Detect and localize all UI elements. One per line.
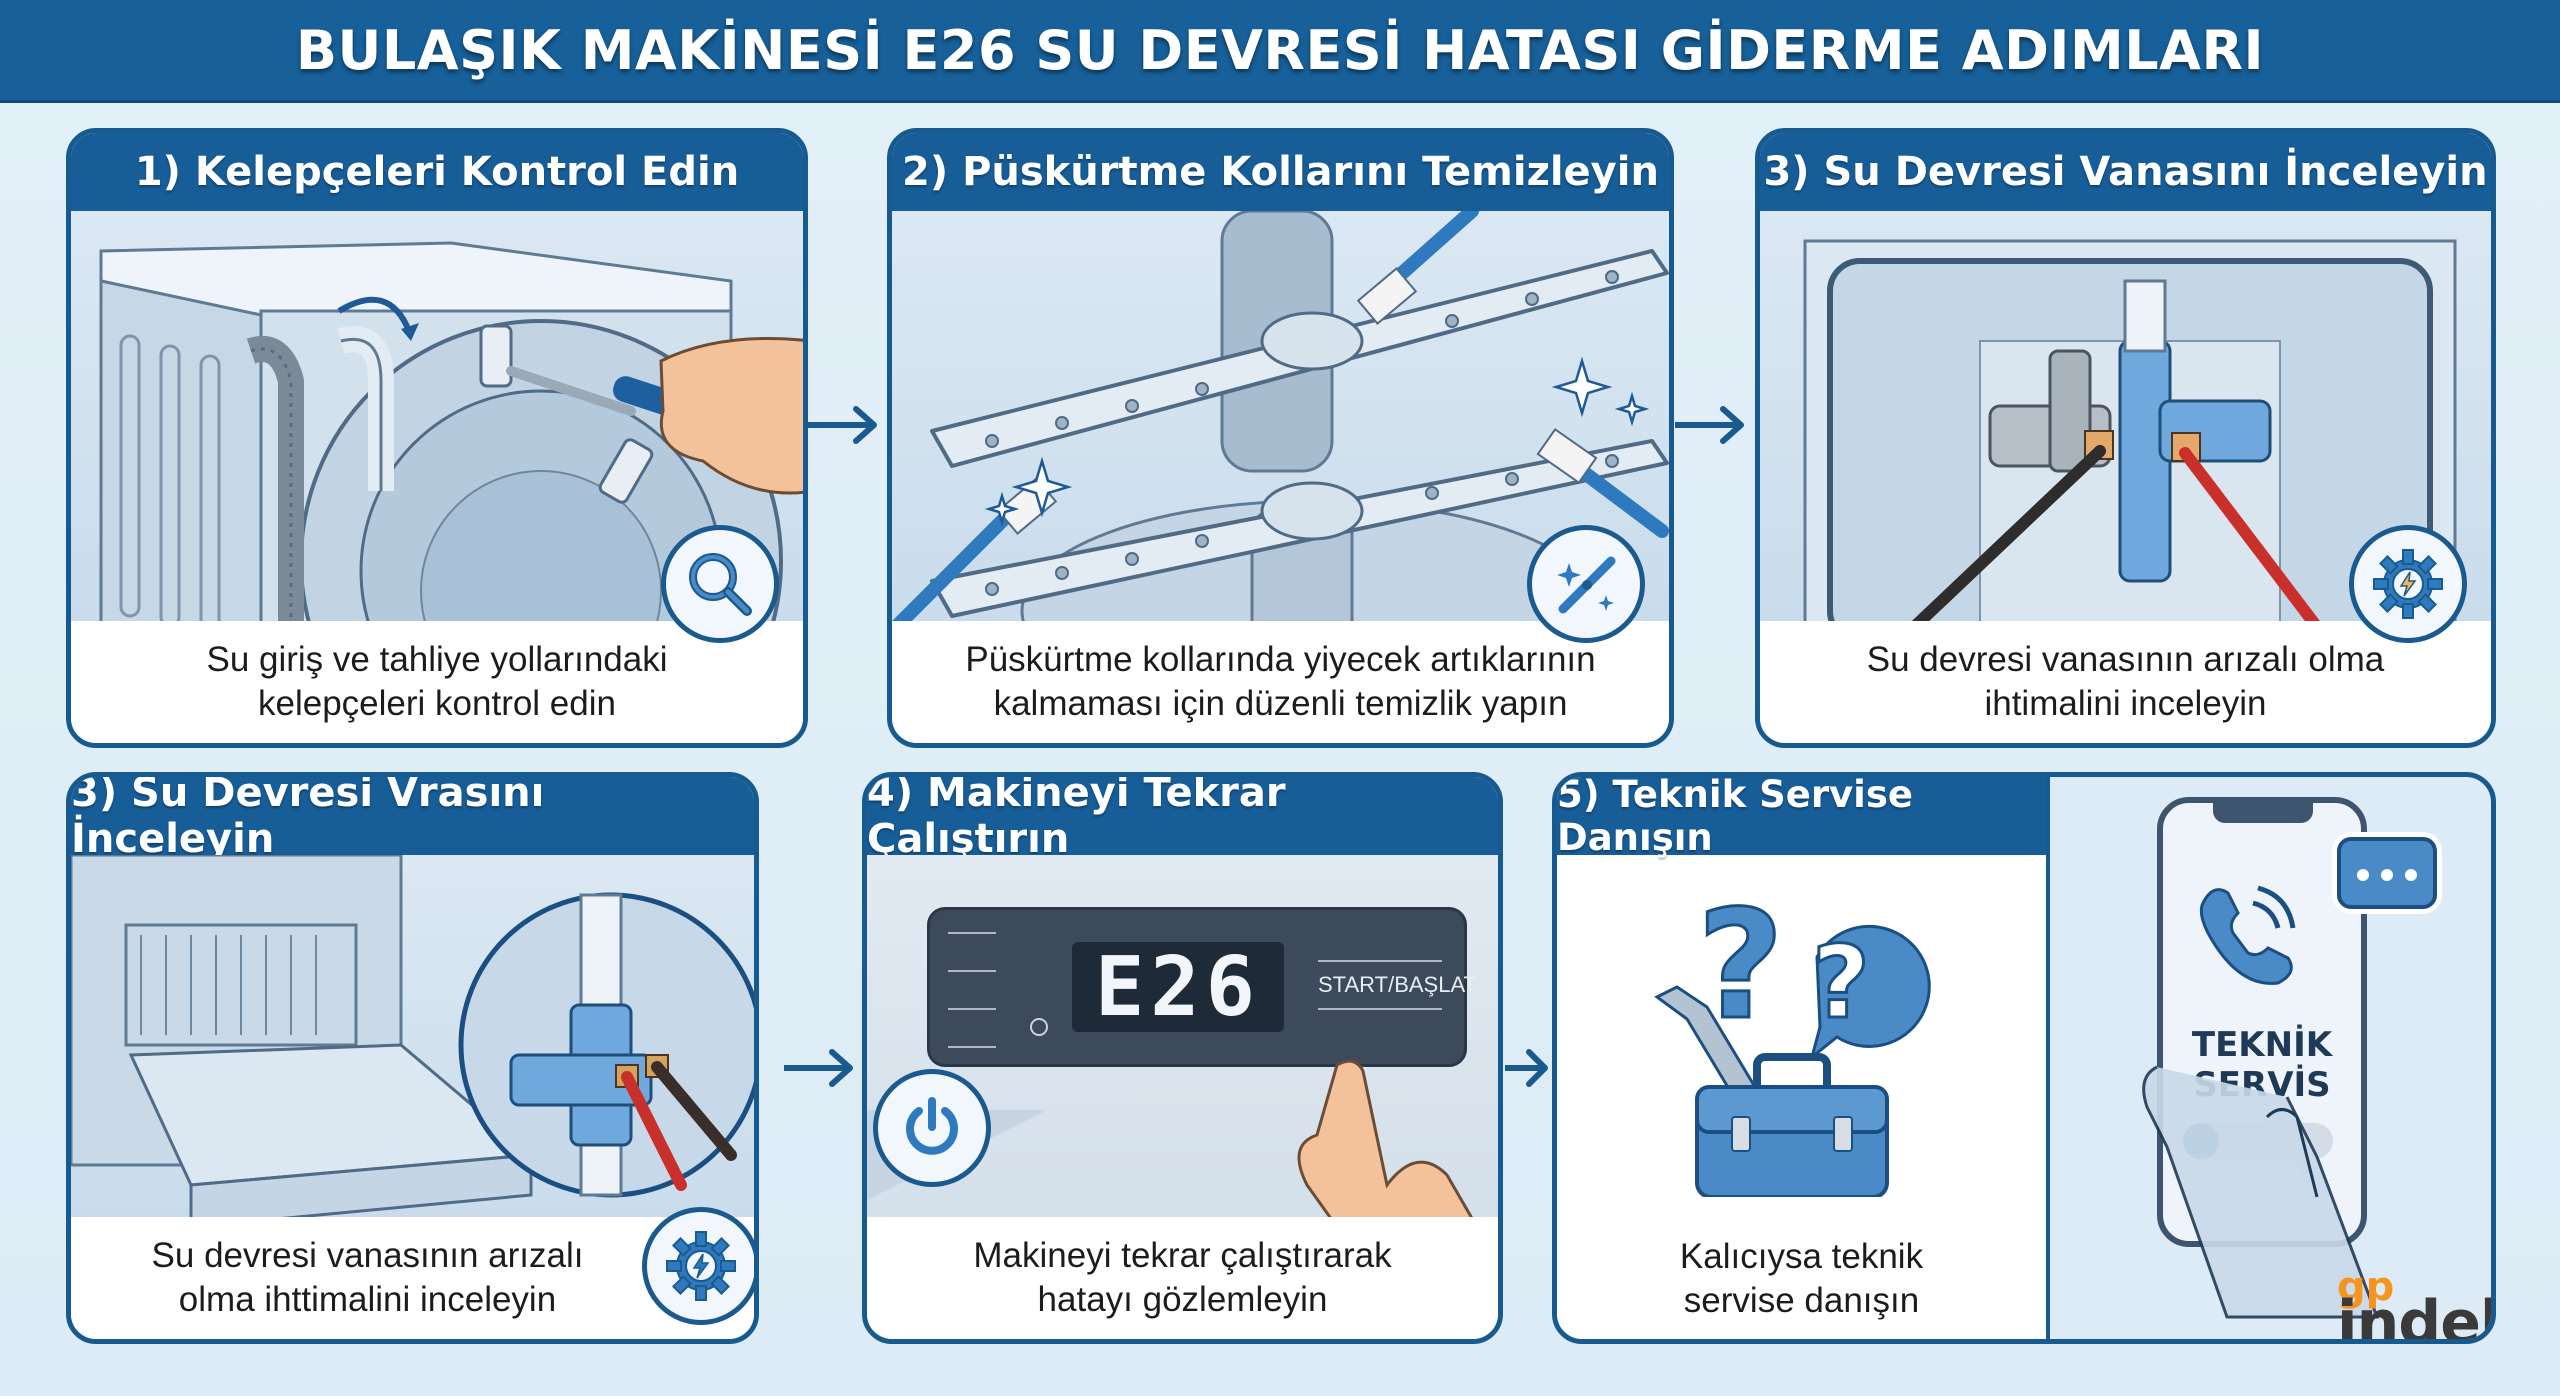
chat-bubble-icon bbox=[2337, 837, 2437, 909]
logo-gp: gp bbox=[2337, 1264, 2395, 1310]
valve-illustration bbox=[1760, 211, 2491, 631]
step-card-5: 4) Makineyi Tekrar Çalıştırın E26 START/… bbox=[862, 772, 1503, 1344]
logo-indeks: indeks bbox=[2337, 1288, 2491, 1344]
step-3-caption: Su devresi vanasının arızalı olma ihtima… bbox=[1760, 621, 2491, 743]
washing-machine-icon bbox=[99, 241, 803, 631]
step-card-6: 5) Teknik Servise Danışın ? ? Kalıcıysa … bbox=[1552, 772, 2496, 1344]
arrow-right-icon bbox=[784, 1049, 853, 1087]
dishwasher-illustration bbox=[71, 855, 754, 1227]
step-2-header: 2) Püskürtme Kollarını Temizleyin bbox=[892, 133, 1669, 211]
valve-multimeter-icon bbox=[1803, 239, 2457, 631]
caption-line: Makineyi tekrar çalıştırarak bbox=[973, 1236, 1392, 1275]
gear-badge bbox=[642, 1207, 754, 1325]
caption-line: servise danışın bbox=[1683, 1281, 1920, 1320]
power-small-icon bbox=[1030, 1018, 1048, 1036]
gear-badge bbox=[2349, 525, 2467, 643]
washing-machine-illustration bbox=[71, 211, 803, 631]
gear-lightning-icon bbox=[2373, 549, 2443, 619]
caption-line: Su giriş ve tahliye yollarındaki bbox=[206, 640, 668, 679]
caption-line: Su devresi vanasının arızalı bbox=[151, 1236, 584, 1275]
panel-button[interactable] bbox=[948, 970, 996, 972]
magnifier-badge bbox=[661, 525, 779, 643]
start-button[interactable]: START/BAŞLAT bbox=[1318, 972, 1477, 997]
gear-lightning-icon bbox=[666, 1231, 736, 1301]
spray-arm-icon bbox=[892, 211, 1669, 631]
step-1-caption: Su giriş ve tahliye yollarındaki kelepçe… bbox=[71, 621, 803, 743]
step-3-header: 3) Su Devresi Vanasını İnceleyin bbox=[1760, 133, 2491, 211]
step-3b-caption: Su devresi vanasının arızalı olma ihttim… bbox=[71, 1217, 754, 1339]
phone-text-line1: TEKNİK bbox=[2191, 1025, 2333, 1065]
page-title: BULAŞIK MAKİNESİ E26 SU DEVRESİ HATASI G… bbox=[295, 18, 2265, 82]
phone-call-icon bbox=[2199, 885, 2296, 985]
title-bar: BULAŞIK MAKİNESİ E26 SU DEVRESİ HATASI G… bbox=[0, 0, 2560, 103]
step-3b-header: 3) Su Devresi Vrasını İnceleyin bbox=[71, 777, 754, 862]
error-display: E26 bbox=[1072, 939, 1284, 1035]
step-5-caption: Kalıcıysa teknik servise danışın bbox=[1557, 1219, 2046, 1339]
arrow-right-icon bbox=[1675, 406, 1744, 444]
error-code: E26 bbox=[1094, 939, 1262, 1035]
caption-line: ihtimalini inceleyin bbox=[1984, 684, 2267, 723]
control-panel-illustration: E26 START/BAŞLAT bbox=[867, 855, 1498, 1227]
step-5-left-panel: 5) Teknik Servise Danışın ? ? Kalıcıysa … bbox=[1557, 777, 2050, 1339]
panel-button[interactable] bbox=[948, 1008, 996, 1010]
svg-text:?: ? bbox=[1812, 924, 1870, 1041]
panel-button[interactable] bbox=[948, 932, 996, 934]
toolbox-question-icon: ? ? bbox=[1654, 878, 1931, 1197]
step-4-header: 4) Makineyi Tekrar Çalıştırın bbox=[867, 777, 1498, 862]
step-card-2: 2) Püskürtme Kollarını Temizleyin bbox=[887, 128, 1674, 748]
spray-arm-badge bbox=[1527, 525, 1645, 643]
step-card-4: 3) Su Devresi Vrasını İnceleyin bbox=[66, 772, 759, 1344]
step-2-caption: Püskürtme kollarında yiyecek artıklarını… bbox=[892, 621, 1669, 743]
control-panel: E26 START/BAŞLAT bbox=[927, 907, 1477, 1067]
dishwasher-icon bbox=[71, 855, 754, 1227]
power-badge bbox=[873, 1069, 991, 1187]
step-card-3: 3) Su Devresi Vanasını İnceleyin bbox=[1755, 128, 2496, 748]
spray-arms-illustration bbox=[892, 211, 1669, 631]
power-icon bbox=[906, 1097, 958, 1155]
caption-line: Su devresi vanasının arızalı olma bbox=[1866, 640, 2385, 679]
sparkle-spray-arm-icon bbox=[1557, 556, 1616, 614]
step-5-header: 5) Teknik Servise Danışın bbox=[1557, 777, 2046, 859]
step-card-1: 1) Kelepçeleri Kontrol Edin bbox=[66, 128, 808, 748]
phone-notch bbox=[2213, 801, 2313, 823]
arrow-right-icon bbox=[808, 406, 877, 444]
step-4-caption: Makineyi tekrar çalıştırarak hatayı gözl… bbox=[867, 1217, 1498, 1339]
caption-line: Püskürtme kollarında yiyecek artıklarını… bbox=[965, 640, 1596, 679]
caption-line: olma ihttimalini inceleyin bbox=[178, 1280, 557, 1319]
step-1-header: 1) Kelepçeleri Kontrol Edin bbox=[71, 133, 803, 211]
arrow-right-icon bbox=[1505, 1049, 1548, 1087]
caption-line: kalmaması için düzenli temizlik yapın bbox=[993, 684, 1568, 723]
gp-indeks-logo: gp indeks bbox=[2337, 1264, 2491, 1344]
caption-line: kelepçeleri kontrol edin bbox=[258, 684, 616, 723]
start-line-bottom bbox=[1318, 1008, 1442, 1010]
start-line-top bbox=[1318, 960, 1442, 962]
hand-icon bbox=[2142, 1065, 2380, 1319]
magnifier-icon bbox=[689, 553, 752, 616]
panel-button[interactable] bbox=[948, 1046, 996, 1048]
caption-line: Kalıcıysa teknik bbox=[1679, 1237, 1924, 1276]
caption-line: hatayı gözlemleyin bbox=[1037, 1280, 1328, 1319]
